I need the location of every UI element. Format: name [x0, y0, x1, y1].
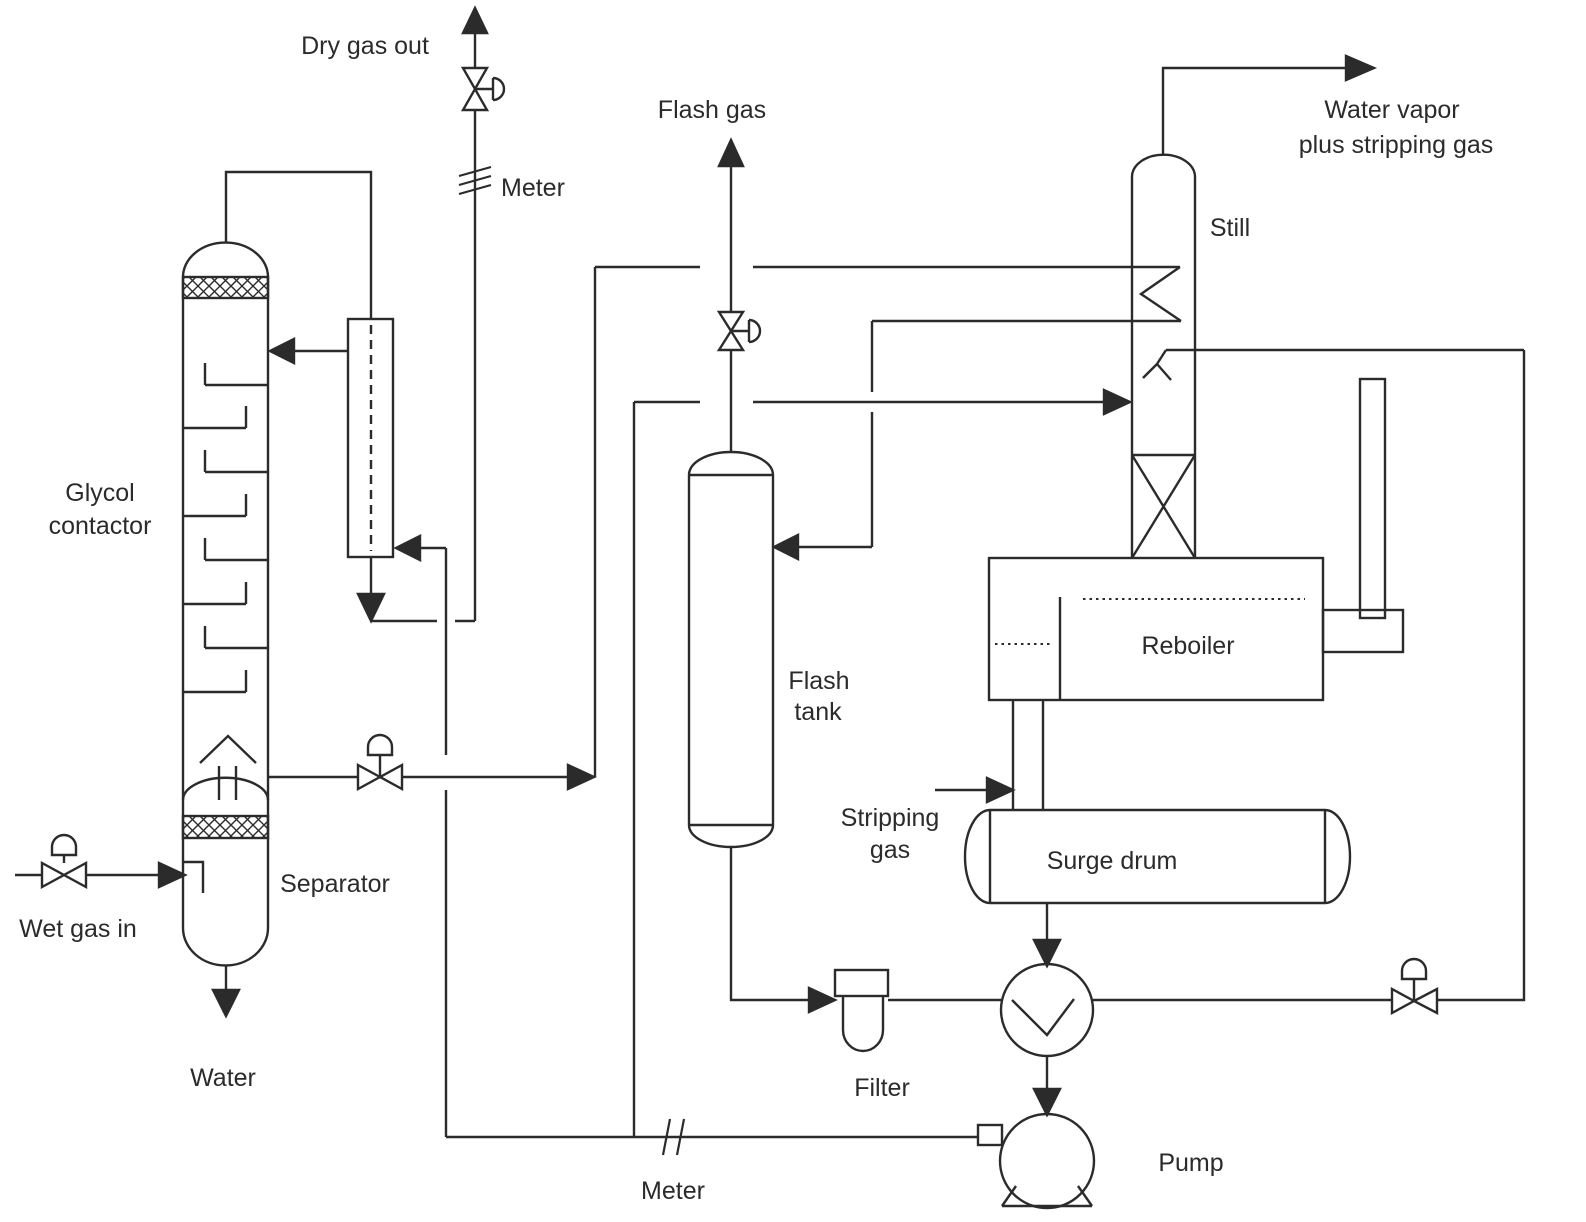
arrow-up-icon: [717, 137, 745, 168]
glycol-heat-exchanger: [999, 962, 1095, 1058]
exchanger-chevron-icon: [1011, 998, 1075, 1037]
chimney-chevron: [199, 734, 257, 764]
filter-body: [841, 996, 885, 1053]
flash-tank-bottom: [687, 824, 775, 849]
label-filter: Filter: [854, 1074, 910, 1102]
arrow-left-icon: [771, 533, 800, 561]
label-stripping-gas-2: gas: [870, 836, 910, 864]
wet-gas-inlet: [15, 833, 188, 890]
drum-head-right: [1324, 808, 1352, 905]
reboiler: [987, 377, 1405, 702]
pump-casing: [998, 1112, 1096, 1210]
label-stripping-gas-1: Stripping: [841, 804, 940, 832]
label-pump: Pump: [1158, 1149, 1223, 1177]
internal-head: [181, 776, 270, 801]
vent-box: [1321, 608, 1405, 654]
meter-icon: [458, 165, 492, 196]
drum-head-left: [963, 808, 991, 905]
flash-liquid-line: [729, 847, 809, 1002]
dry-gas-circuit: [224, 5, 506, 624]
arrow-up-icon: [461, 5, 489, 35]
arrow-right-icon: [566, 763, 597, 791]
tray: [203, 626, 268, 650]
arrow-right-icon: [1102, 388, 1133, 416]
flash-tank-dome: [687, 450, 775, 476]
valve-actuator-icon: [475, 76, 506, 102]
label-flash-gas: Flash gas: [658, 96, 766, 124]
label-separator: Separator: [280, 870, 390, 898]
label-water-vapor-2: plus stripping gas: [1299, 131, 1494, 159]
label-water: Water: [190, 1064, 256, 1092]
separator-mist-pad: [181, 814, 270, 840]
contactor-packing-top: [181, 275, 270, 300]
drum-shell: [988, 808, 1327, 905]
labels: Dry gas out Meter Flash gas Water vapor …: [19, 32, 1493, 1205]
still-dome: [1130, 153, 1197, 178]
label-flash-tank-1: Flash: [788, 667, 849, 695]
tray: [183, 494, 248, 518]
contactor-bottom-head: [181, 927, 270, 967]
arrow-right-icon: [157, 861, 188, 889]
rich-glycol-drawoff: [268, 265, 1182, 792]
arrow-down-icon: [356, 592, 386, 624]
arrow-right-icon: [807, 986, 838, 1014]
stripping-still-stack: [1358, 377, 1387, 620]
tray: [203, 450, 268, 474]
still-column: [634, 54, 1524, 559]
spray-nozzle-icon: [1142, 349, 1172, 381]
arrow-left-icon: [393, 534, 422, 562]
label-meter-top: Meter: [501, 174, 565, 202]
packed-section: [1130, 453, 1197, 559]
valve-actuator-icon: [731, 318, 762, 344]
surge-drum: [935, 700, 1352, 969]
tray: [183, 582, 248, 606]
arrow-down-icon: [1032, 1087, 1062, 1118]
arrow-right-icon: [985, 776, 1016, 804]
arrow-down-icon: [1032, 938, 1062, 969]
valve-actuator-icon: [1400, 957, 1428, 1001]
pump-suction-port: [976, 1123, 1004, 1147]
tray: [183, 406, 248, 430]
tray: [183, 670, 248, 694]
pump-base: [1001, 1185, 1093, 1208]
control-valve: [460, 66, 490, 112]
label-reboiler: Reboiler: [1141, 632, 1234, 660]
flash-tank-shell: [687, 473, 775, 827]
drum-downcomer: [1011, 700, 1045, 810]
flash-tank-assembly: [687, 137, 838, 1014]
label-water-vapor-1: Water vapor: [1324, 96, 1459, 124]
arrow-down-icon: [211, 988, 241, 1019]
arrow-left-icon: [267, 337, 296, 365]
inlet-pipe: [183, 860, 205, 893]
arrow-right-icon: [1344, 54, 1378, 82]
still-reflux-coil: [1138, 266, 1182, 322]
tray: [203, 538, 268, 562]
run-corner: [1437, 350, 1526, 1002]
control-valve: [40, 860, 88, 890]
filter-cap: [833, 968, 890, 998]
lean-rich-run: [833, 350, 1526, 1058]
valve-actuator-icon: [50, 833, 78, 863]
label-still: Still: [1210, 214, 1250, 242]
glycol-pump: [444, 402, 1096, 1210]
label-flash-tank-2: tank: [794, 698, 842, 726]
overhead-vapor-line: [1161, 66, 1346, 156]
label-contactor-1: Glycol: [65, 479, 134, 507]
contactor-overhead-line: [224, 170, 373, 319]
valve-actuator-icon: [366, 733, 394, 777]
label-surge-drum: Surge drum: [1047, 847, 1178, 875]
glycol-contactor: [181, 241, 270, 1019]
tray: [203, 363, 268, 387]
meter-icon: [661, 1118, 686, 1156]
label-wet-gas-in: Wet gas in: [19, 915, 137, 943]
contactor-dome: [181, 241, 270, 278]
label-meter-bottom: Meter: [641, 1177, 705, 1205]
label-dry-gas-out: Dry gas out: [301, 32, 429, 60]
reboiler-shell: [987, 556, 1325, 702]
label-contactor-2: contactor: [49, 512, 152, 540]
